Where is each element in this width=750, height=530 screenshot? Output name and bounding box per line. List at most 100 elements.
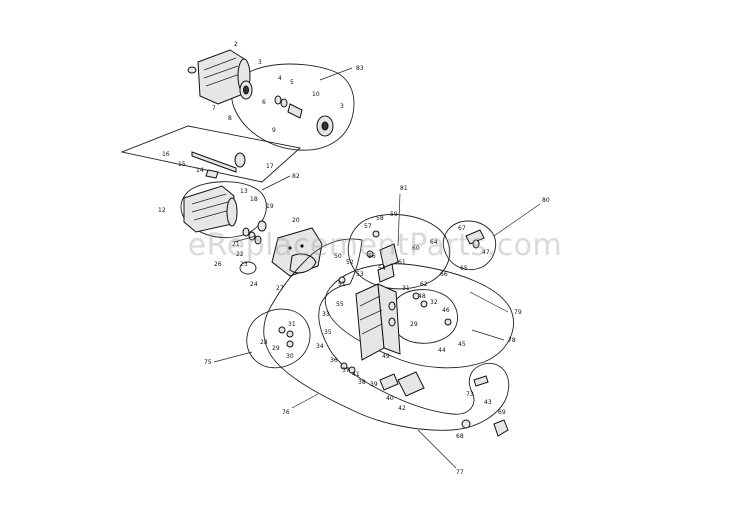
- small-fittings: [278, 230, 452, 374]
- label-15: 15: [178, 161, 186, 168]
- group-82-box: [120, 125, 301, 183]
- label-69: 69: [498, 409, 506, 416]
- oring-part: [239, 261, 257, 275]
- label-5: 5: [290, 79, 294, 86]
- group-83-outline: [231, 63, 355, 151]
- label-24: 24: [250, 281, 258, 288]
- label-22: 22: [236, 251, 244, 258]
- group-81-outline: [347, 213, 451, 290]
- label-66: 66: [440, 271, 448, 278]
- label-46: 46: [442, 307, 450, 314]
- label-73: 73: [466, 391, 474, 398]
- label-67: 67: [458, 225, 466, 232]
- part-number-labels: 2 3 83 4 5 10 6 7 8 9 3 16 15 17 14 82 1…: [158, 41, 550, 476]
- label-81: 81: [400, 185, 408, 192]
- label-36: 36: [330, 357, 338, 364]
- group-75-outline: [246, 308, 311, 369]
- label-28: 28: [260, 339, 268, 346]
- bearing-part-left: [239, 80, 253, 100]
- valve-stack-part: [377, 243, 399, 283]
- label-20: 20: [292, 217, 300, 224]
- pump-head-part: [183, 185, 238, 233]
- label-76: 76: [282, 409, 290, 416]
- main-big-outline: [263, 238, 510, 431]
- label-39: 39: [370, 381, 378, 388]
- label-8: 8: [228, 115, 232, 122]
- label-37: 37: [342, 367, 350, 374]
- label-61: 61: [398, 259, 406, 266]
- label-30: 30: [286, 353, 294, 360]
- label-14: 14: [196, 167, 204, 174]
- seal-parts: [242, 220, 267, 245]
- label-26: 26: [214, 261, 222, 268]
- label-52: 52: [346, 259, 354, 266]
- valve-part-80: [465, 229, 485, 249]
- label-41: 41: [352, 371, 360, 378]
- label-54: 54: [378, 265, 386, 272]
- label-55: 55: [336, 301, 344, 308]
- crankshaft-part: [191, 151, 246, 179]
- label-12: 12: [158, 207, 166, 214]
- label-65: 65: [460, 265, 468, 272]
- label-18: 18: [250, 196, 258, 203]
- label-79: 79: [514, 309, 522, 316]
- label-56: 56: [368, 253, 376, 260]
- label-68: 68: [456, 433, 464, 440]
- shaft-parts: [274, 95, 303, 119]
- label-13: 13: [240, 188, 248, 195]
- label-31b: 31: [288, 321, 296, 328]
- label-27: 27: [276, 285, 284, 292]
- label-82: 82: [292, 173, 300, 180]
- label-59: 59: [390, 211, 398, 218]
- oil-cap-part: [187, 66, 197, 74]
- label-47: 47: [482, 249, 490, 256]
- watermark-text: eReplacementParts.com: [187, 228, 563, 263]
- label-29a: 29: [410, 321, 418, 328]
- label-40: 40: [386, 395, 394, 402]
- group-78-outline: [324, 263, 514, 369]
- gasket-part: [271, 227, 323, 277]
- label-31a: 31: [402, 285, 410, 292]
- label-64: 64: [430, 239, 438, 246]
- label-10: 10: [312, 91, 320, 98]
- label-53: 53: [356, 271, 364, 278]
- fitting-parts: [379, 371, 509, 437]
- label-35: 35: [324, 329, 332, 336]
- label-77: 77: [456, 469, 464, 476]
- label-78: 78: [508, 337, 516, 344]
- label-19: 19: [266, 203, 274, 210]
- label-3b: 3: [340, 103, 344, 110]
- manifold-body-part: [355, 283, 401, 361]
- label-49: 49: [382, 353, 390, 360]
- label-57: 57: [364, 223, 372, 230]
- label-51: 51: [338, 281, 346, 288]
- label-32: 32: [430, 299, 438, 306]
- label-21: 21: [232, 241, 240, 248]
- label-3a: 3: [258, 59, 262, 66]
- group-80-outline: [442, 220, 497, 270]
- label-48: 48: [418, 293, 426, 300]
- bearing-part-right: [316, 115, 334, 137]
- group-82-outline: [180, 181, 267, 238]
- label-75: 75: [204, 359, 212, 366]
- label-42: 42: [398, 405, 406, 412]
- label-16: 16: [162, 151, 170, 158]
- label-9: 9: [272, 127, 276, 134]
- label-17: 17: [266, 163, 274, 170]
- label-4: 4: [278, 75, 282, 82]
- label-62: 62: [420, 281, 428, 288]
- label-44: 44: [438, 347, 446, 354]
- label-7: 7: [212, 105, 216, 112]
- label-43: 43: [484, 399, 492, 406]
- callout-arrows: [213, 67, 541, 469]
- label-58: 58: [376, 215, 384, 222]
- label-29b: 29: [272, 345, 280, 352]
- label-80: 80: [542, 197, 550, 204]
- label-34: 34: [316, 343, 324, 350]
- label-38: 38: [358, 379, 366, 386]
- label-2: 2: [234, 41, 238, 48]
- label-83: 83: [356, 65, 364, 72]
- label-45: 45: [458, 341, 466, 348]
- label-6: 6: [262, 99, 266, 106]
